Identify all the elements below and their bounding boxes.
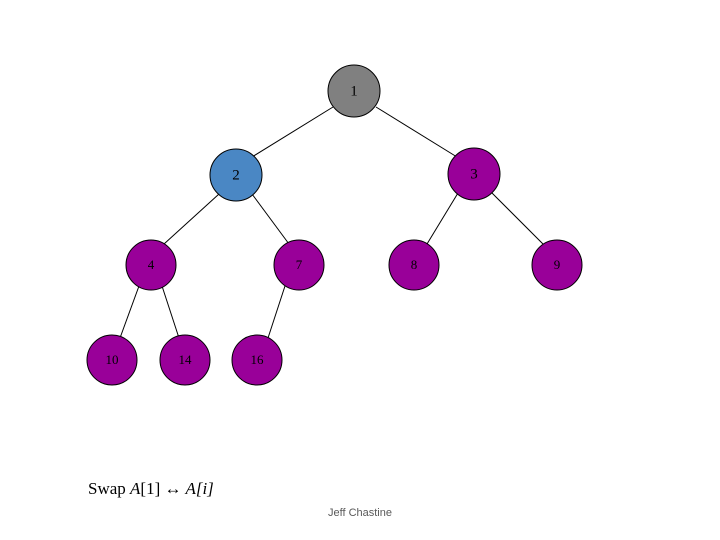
node-label-1: 1 [350, 83, 358, 99]
tree-node-16[interactable]: 16 [231, 334, 283, 386]
node-circle-10 [86, 334, 138, 386]
tree-nodes-group: 1 2 3 4 7 8 9 10 14 16 [86, 64, 583, 386]
node-label-7: 7 [296, 257, 303, 272]
node-circle-14 [159, 334, 211, 386]
node-label-16: 16 [251, 352, 265, 367]
node-circle-7 [273, 239, 325, 291]
node-label-9: 9 [554, 257, 561, 272]
tree-edge-n4-n10 [119, 285, 140, 339]
tree-node-9[interactable]: 9 [531, 239, 583, 291]
node-circle-9 [531, 239, 583, 291]
tree-node-4[interactable]: 4 [125, 239, 177, 291]
node-label-8: 8 [411, 257, 418, 272]
swap-caption: Swap A[1] ↔ A[i] [88, 479, 214, 499]
tree-edge-n1-n3 [375, 106, 458, 158]
node-circle-1 [327, 64, 381, 118]
node-circle-8 [388, 239, 440, 291]
tree-node-2[interactable]: 2 [209, 148, 263, 202]
footer-author: Jeff Chastine [327, 507, 392, 519]
node-circle-4 [125, 239, 177, 291]
node-label-2: 2 [232, 167, 240, 183]
caption-prefix: Swap [88, 479, 131, 498]
caption-index-1: [1] [140, 479, 165, 498]
caption-array-a2: A [181, 479, 196, 498]
node-label-14: 14 [179, 352, 193, 367]
tree-node-8[interactable]: 8 [388, 239, 440, 291]
tree-node-1[interactable]: 1 [327, 64, 381, 118]
tree-node-3[interactable]: 3 [447, 147, 501, 201]
node-label-10: 10 [106, 352, 119, 367]
node-circle-3 [447, 147, 501, 201]
node-label-4: 4 [148, 257, 155, 272]
tree-edge-n3-n9 [491, 192, 544, 245]
tree-edge-n4-n14 [161, 285, 180, 339]
tree-node-10[interactable]: 10 [86, 334, 138, 386]
tree-edge-n2-n4 [163, 193, 220, 245]
tree-edge-n2-n7 [251, 193, 290, 245]
caption-swap-arrow-icon: ↔ [164, 479, 182, 498]
node-label-3: 3 [470, 166, 478, 182]
tree-node-7[interactable]: 7 [273, 239, 325, 291]
node-circle-16 [231, 334, 283, 386]
caption-index-i: [i] [195, 479, 214, 498]
caption-array-a1: A [130, 479, 141, 498]
tree-edge-n1-n2 [251, 106, 334, 158]
tree-edge-n7-n16 [267, 285, 286, 339]
tree-node-14[interactable]: 14 [159, 334, 211, 386]
tree-edge-n3-n8 [426, 192, 459, 245]
node-circle-2 [209, 148, 263, 202]
tree-edges-group [119, 106, 544, 339]
